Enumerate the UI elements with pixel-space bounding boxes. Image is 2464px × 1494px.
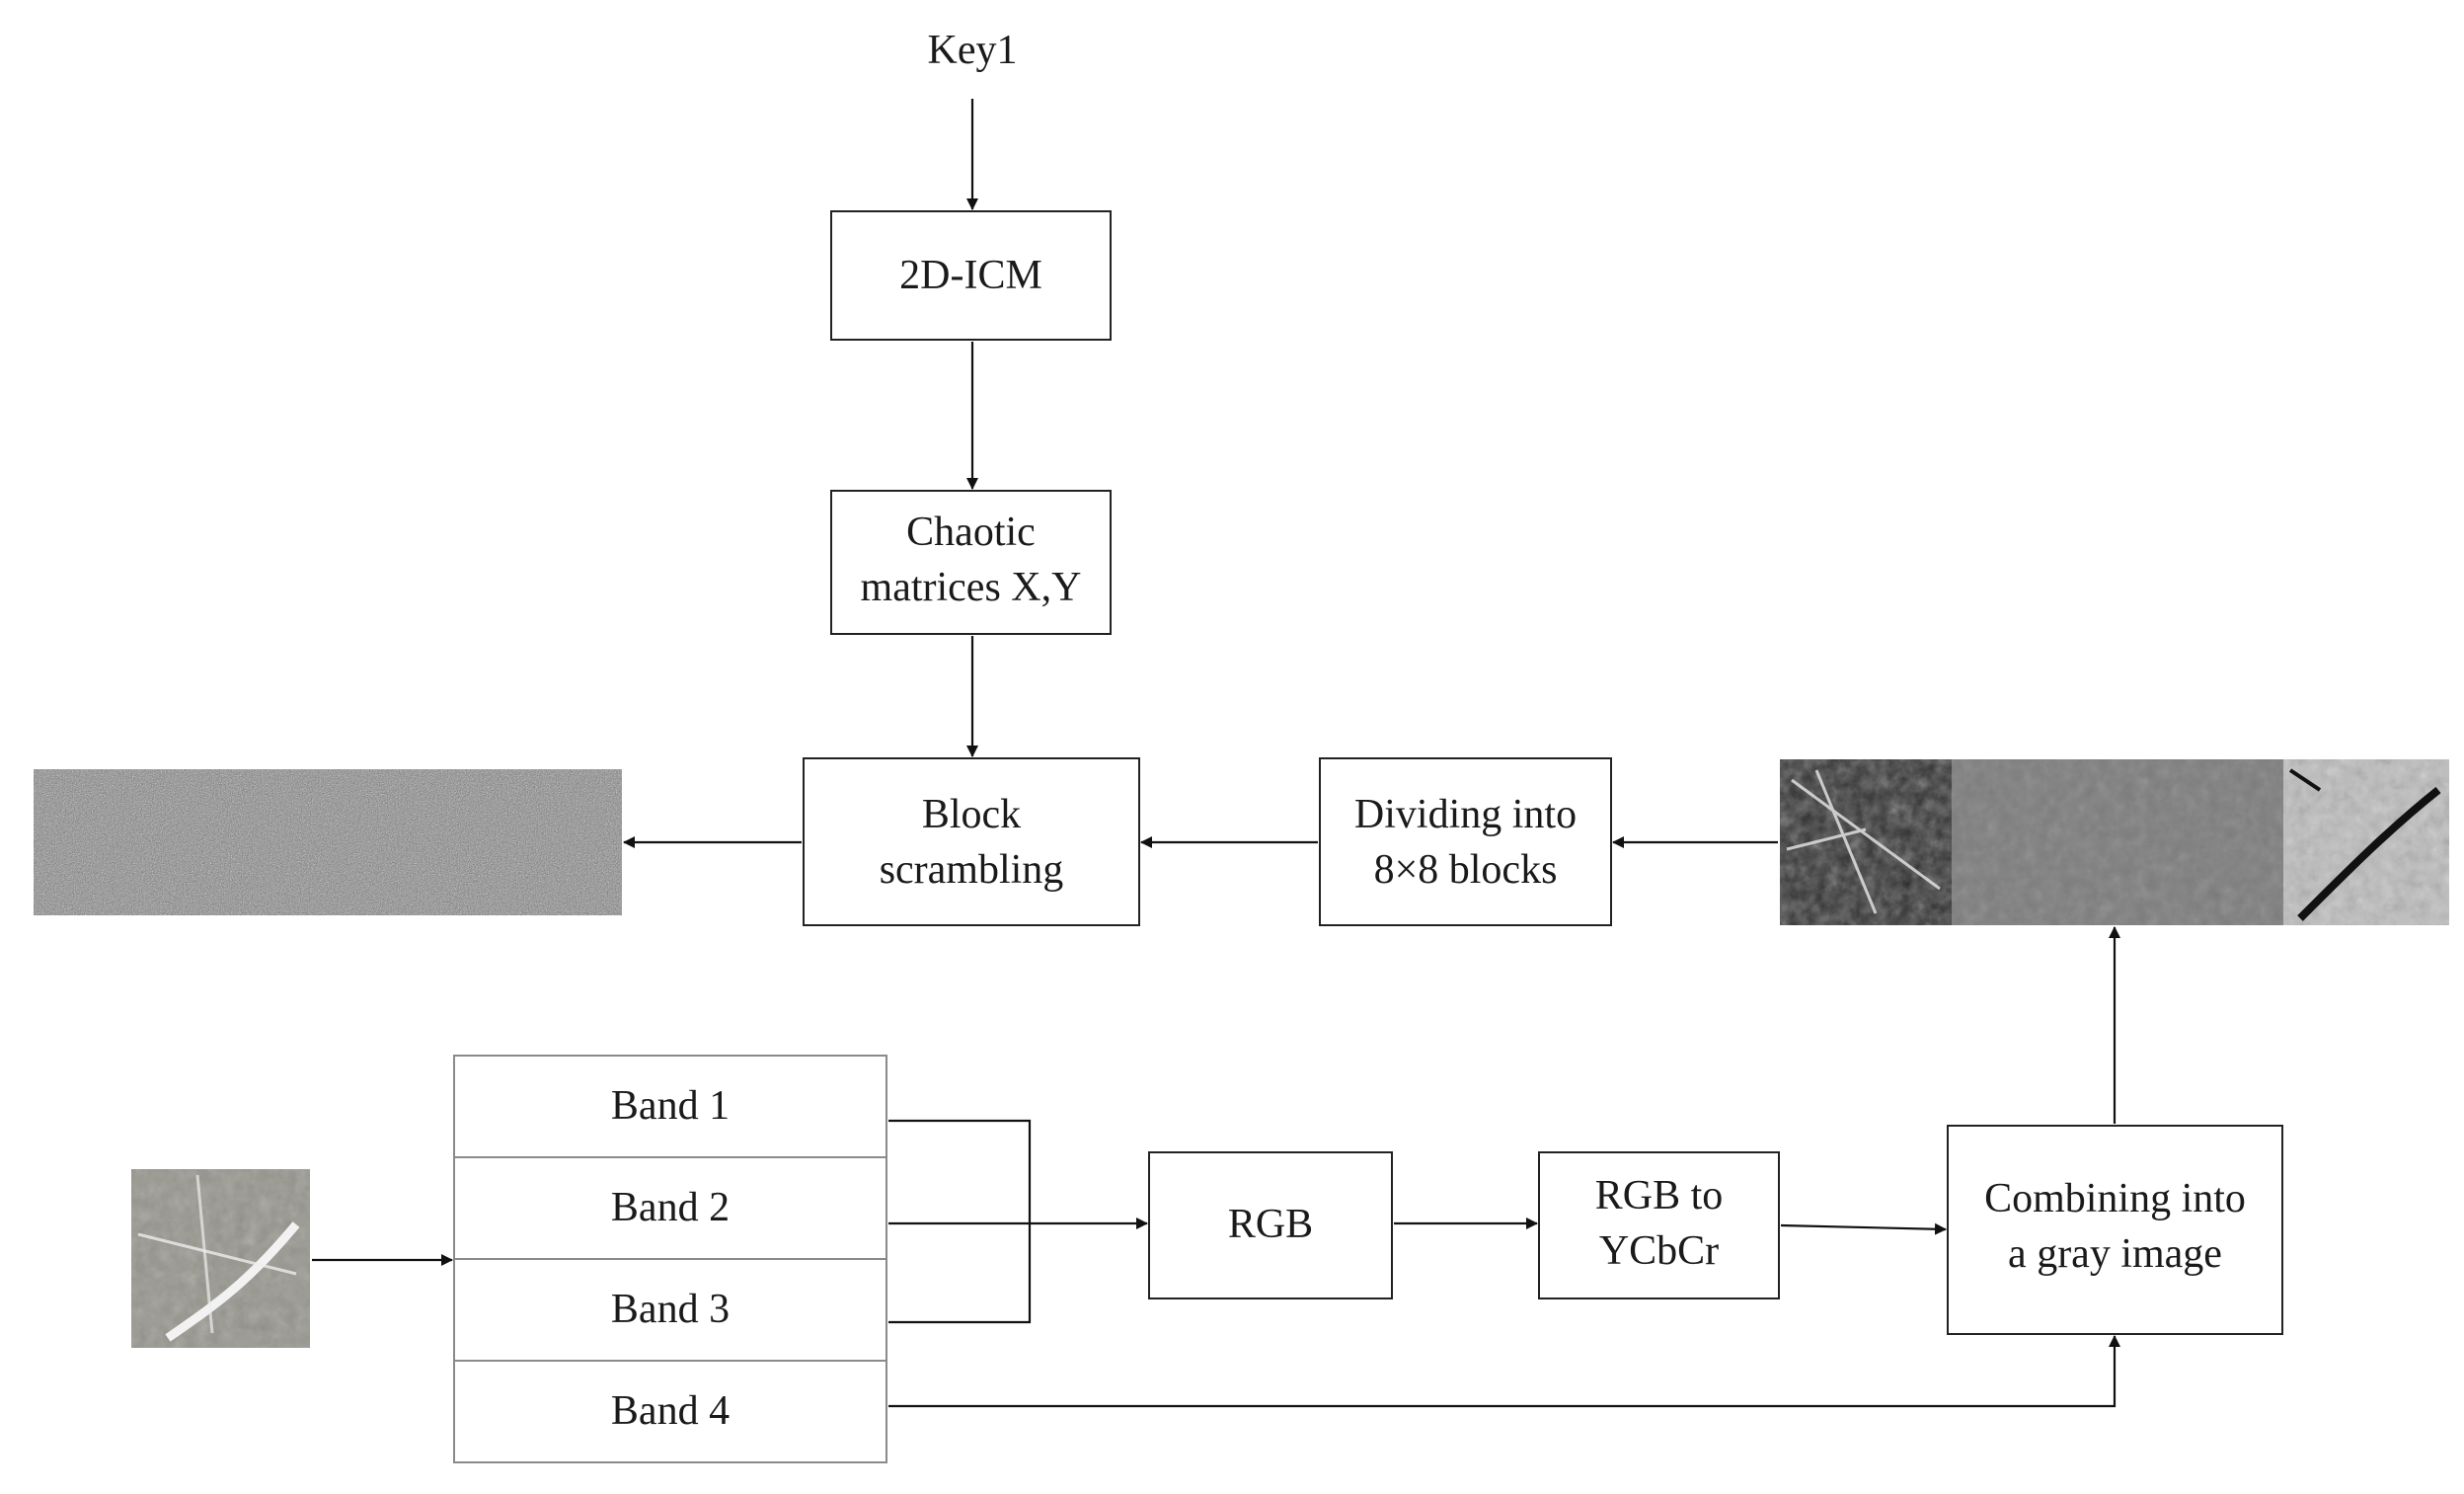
divide-line2: 8×8 blocks: [1374, 847, 1558, 893]
arrow-band4-to-combine: [888, 1335, 2120, 1408]
icm-node: 2D-ICM: [830, 210, 1112, 341]
block-scrambling-node: Block scrambling: [803, 757, 1140, 926]
combine-line2: a gray image: [2008, 1231, 2222, 1277]
key1-label: Key1: [928, 28, 1018, 73]
ycbcr-line2: YCbCr: [1599, 1228, 1719, 1274]
combine-node: Combining into a gray image: [1947, 1125, 2283, 1335]
band-2-label: Band 2: [611, 1185, 730, 1230]
arrow-ycbcr-to-combine: [1780, 1222, 1947, 1235]
band-table: Band 1 Band 2 Band 3 Band 4: [453, 1055, 887, 1463]
icm-label: 2D-ICM: [899, 253, 1042, 298]
chaotic-line1: Chaotic: [906, 510, 1036, 555]
scramble-line1: Block: [922, 792, 1021, 837]
dividing-node: Dividing into 8×8 blocks: [1319, 757, 1612, 926]
band-3-label: Band 3: [611, 1287, 730, 1332]
scrambled-image: [34, 769, 622, 915]
band-1-label: Band 1: [611, 1083, 730, 1129]
gray-strip-image: [1780, 759, 2449, 925]
band-4-label: Band 4: [611, 1388, 730, 1434]
chaotic-line2: matrices X,Y: [861, 565, 1082, 610]
combine-line1: Combining into: [1984, 1176, 2246, 1221]
divide-line1: Dividing into: [1354, 792, 1577, 837]
satellite-image: [131, 1169, 310, 1348]
rgb-node: RGB: [1148, 1151, 1393, 1299]
ycbcr-line1: RGB to: [1595, 1173, 1724, 1219]
band1-connector: [888, 1119, 1032, 1324]
ycbcr-node: RGB to YCbCr: [1538, 1151, 1780, 1299]
scramble-line2: scrambling: [880, 847, 1064, 893]
chaotic-matrices-node: Chaotic matrices X,Y: [830, 490, 1112, 635]
rgb-label: RGB: [1228, 1202, 1313, 1247]
